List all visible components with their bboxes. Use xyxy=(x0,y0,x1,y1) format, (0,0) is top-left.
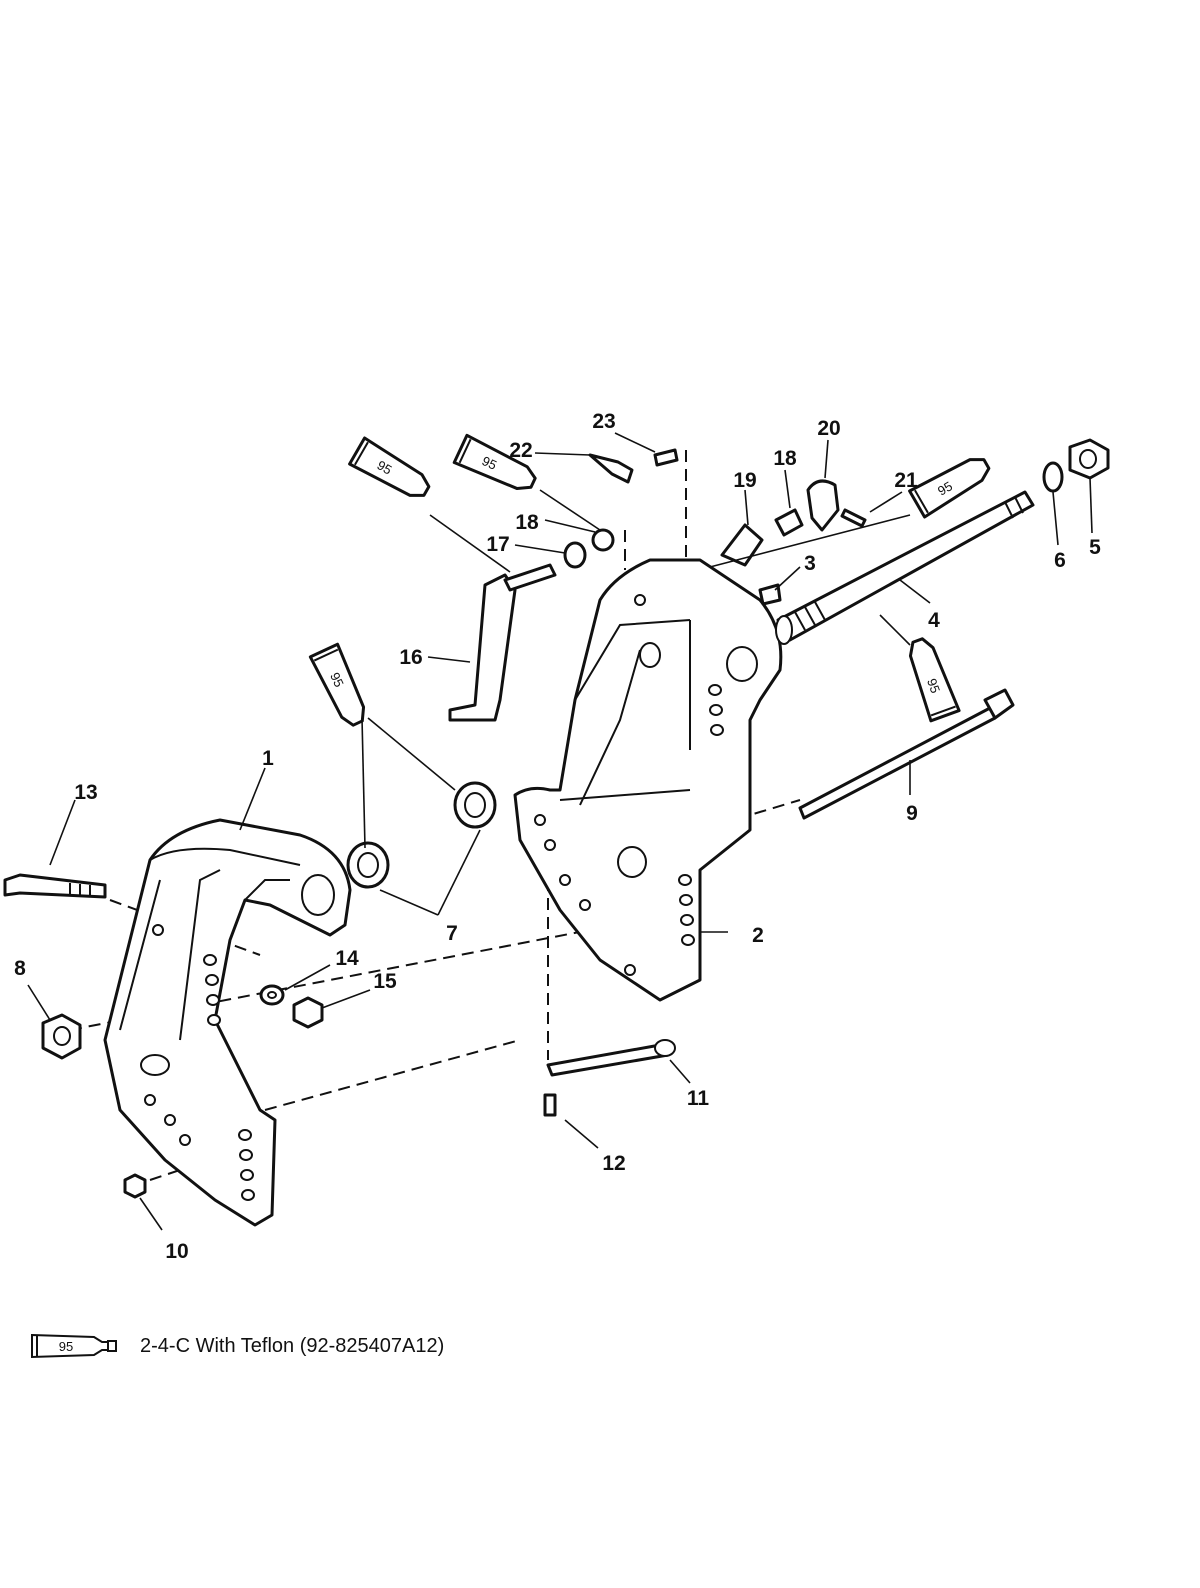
callout-19: 19 xyxy=(733,469,756,492)
legend-text: 2-4-C With Teflon (92-825407A12) xyxy=(140,1334,445,1357)
callout-4: 4 xyxy=(928,609,940,632)
tube-marker: 95 xyxy=(924,676,943,695)
callout-22: 22 xyxy=(509,439,532,462)
callout-2: 2 xyxy=(752,924,764,947)
tilt-tube xyxy=(775,490,1035,645)
grease-tube: 95 xyxy=(908,458,991,519)
link-19 xyxy=(720,523,764,567)
cam-20 xyxy=(806,479,840,532)
callout-9: 9 xyxy=(906,802,918,825)
screw-23 xyxy=(653,448,679,467)
grease-tube: 95 xyxy=(308,642,366,727)
callout-5: 5 xyxy=(1089,536,1101,559)
pin-21 xyxy=(840,508,867,528)
legend: 95 2-4-C With Teflon (92-825407A12) xyxy=(30,1330,444,1362)
callout-8: 8 xyxy=(14,957,26,980)
hardware xyxy=(41,438,1110,1199)
callout-21: 21 xyxy=(894,469,918,492)
callout-18a: 18 xyxy=(515,511,539,534)
right-clamp-bracket xyxy=(513,558,783,1002)
callout-10: 10 xyxy=(165,1240,188,1263)
washer-17 xyxy=(563,541,587,569)
strap-11 xyxy=(546,1043,670,1077)
callout-1: 1 xyxy=(262,747,274,770)
grease-tube-icon: 95 xyxy=(31,1333,117,1359)
callout-13: 13 xyxy=(74,781,97,804)
callout-11: 11 xyxy=(687,1087,710,1110)
callout-17: 17 xyxy=(486,533,509,556)
spring-22 xyxy=(588,453,634,484)
callout-7: 7 xyxy=(446,922,458,945)
long-bolt xyxy=(798,688,1015,820)
tube-marker: 95 xyxy=(480,453,499,473)
grease-tube: 95 xyxy=(452,433,537,491)
leader-lines xyxy=(27,432,1093,1231)
callout-18b: 18 xyxy=(773,447,797,470)
washer-6 xyxy=(1042,461,1064,493)
tube-marker: 95 xyxy=(935,478,955,498)
legend-marker: 95 xyxy=(59,1339,73,1354)
callout-14: 14 xyxy=(335,947,359,970)
tilt-lever xyxy=(448,563,557,722)
callout-6: 6 xyxy=(1054,549,1066,572)
left-clamp-bracket xyxy=(103,818,352,1227)
callout-16: 16 xyxy=(399,646,422,669)
callout-3: 3 xyxy=(804,552,816,575)
tube-marker: 95 xyxy=(327,670,347,689)
bushing-18b xyxy=(774,508,804,537)
grease-tube: 95 xyxy=(348,436,431,497)
callout-23: 23 xyxy=(592,410,615,433)
bolt-13 xyxy=(3,873,107,899)
callout-12: 12 xyxy=(602,1152,625,1175)
nut-15 xyxy=(292,996,324,1029)
tube-marker: 95 xyxy=(375,457,395,477)
nut-10 xyxy=(123,1173,147,1199)
nut-18a xyxy=(591,528,615,552)
grease-tube: 95 xyxy=(908,637,961,723)
screw-12 xyxy=(543,1093,557,1117)
callouts: 1 2 3 4 5 6 7 8 9 10 11 12 13 14 15 16 1… xyxy=(14,410,1101,1263)
callout-20: 20 xyxy=(817,417,840,440)
callout-15: 15 xyxy=(373,970,397,993)
